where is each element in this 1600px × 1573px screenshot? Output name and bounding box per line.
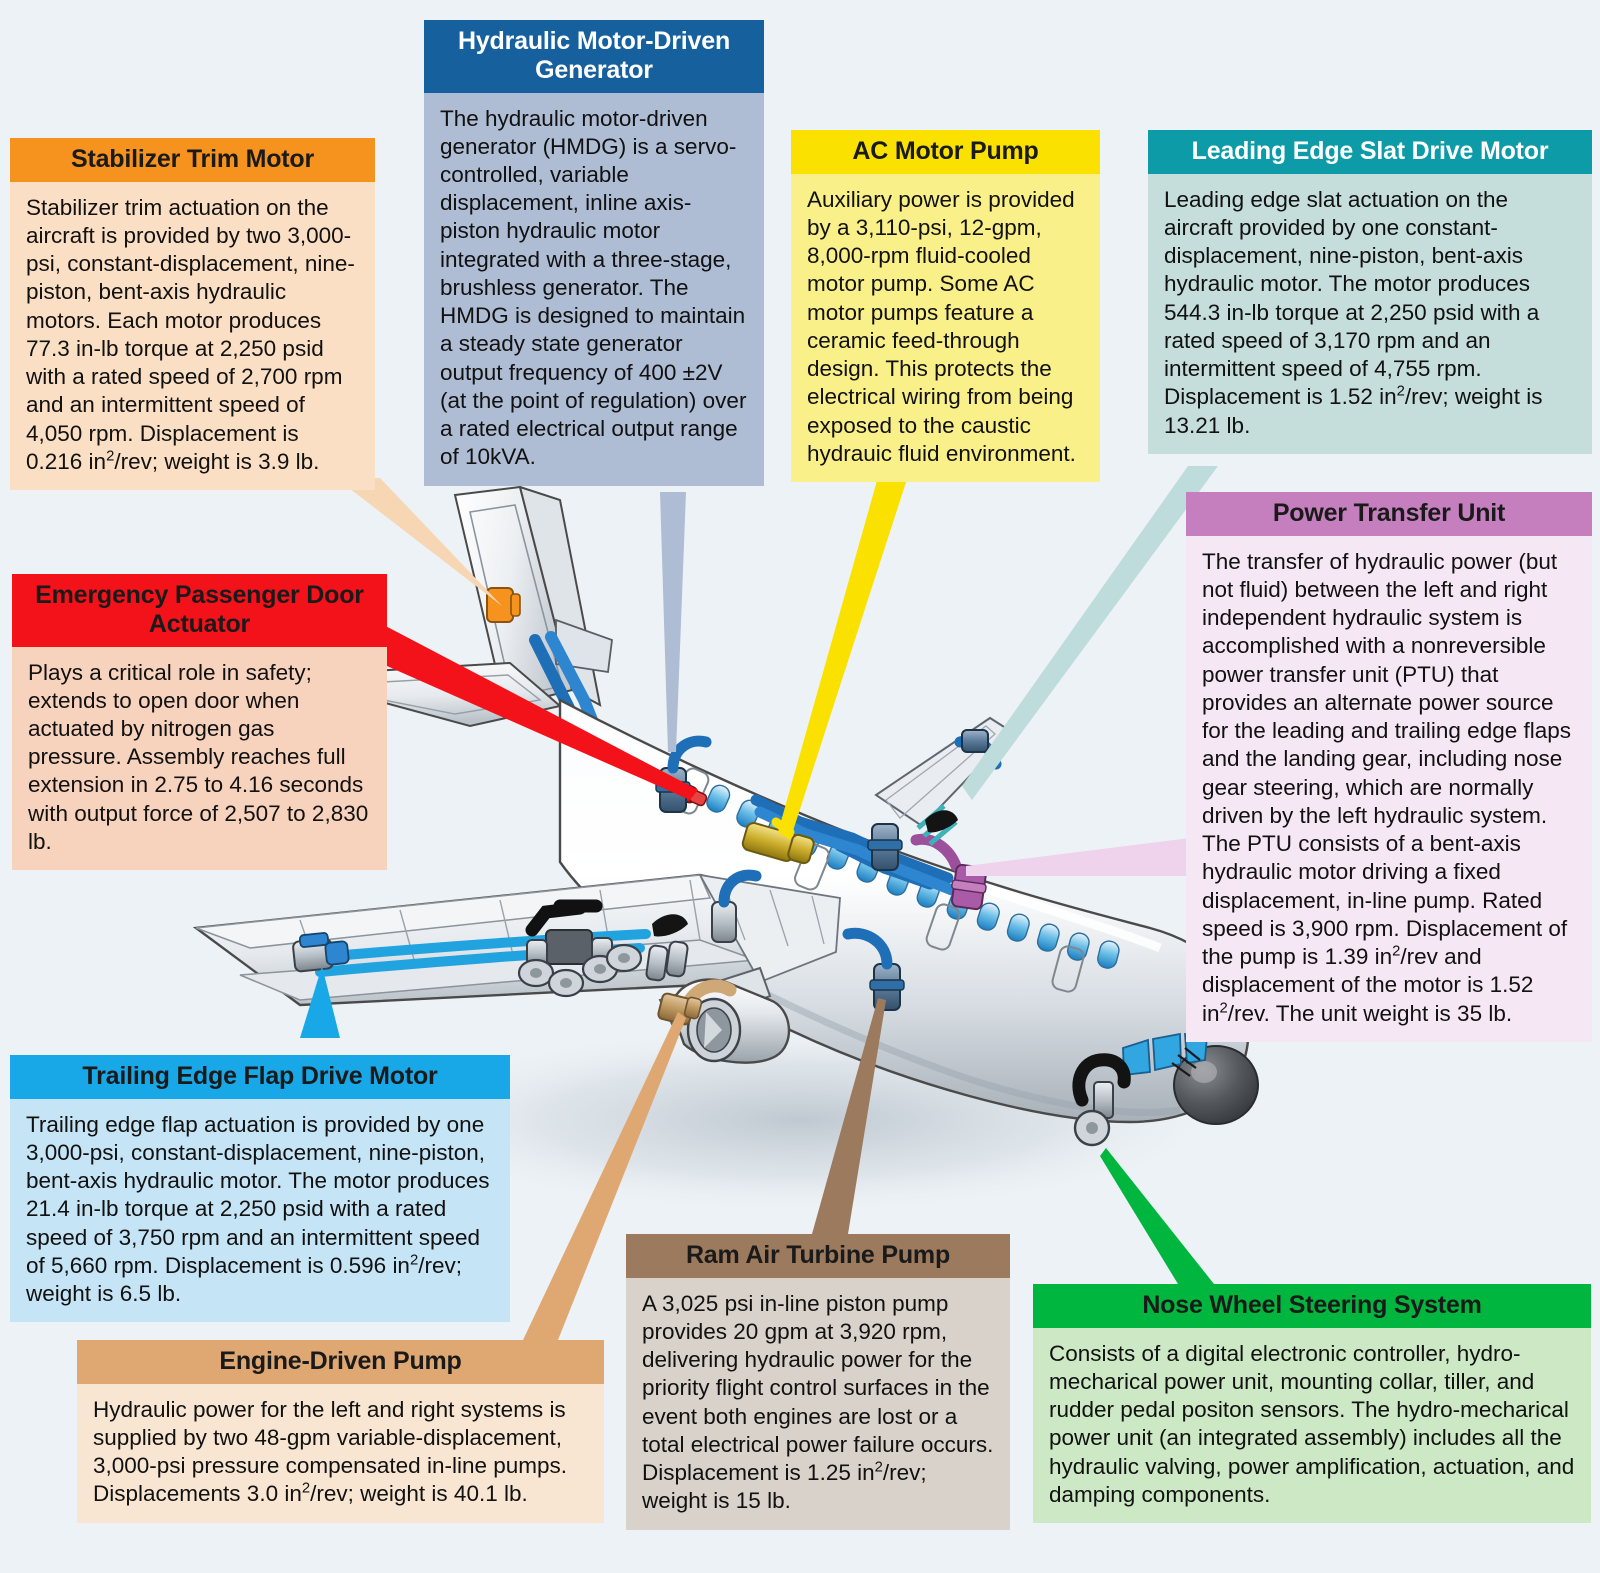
callout-title-leading-edge-slat-drive-motor: Leading Edge Slat Drive Motor [1148,130,1592,174]
leader-engine-driven-pump [523,1012,686,1340]
callout-body-nose-wheel-steering-system: Consists of a digital electronic control… [1033,1327,1591,1524]
callout-body-trailing-edge-flap-drive-motor: Trailing edge flap actuation is provided… [10,1098,510,1323]
callout-title-ram-air-turbine-pump: Ram Air Turbine Pump [626,1234,1010,1278]
leader-hydraulic-motor-driven-generator [660,492,686,752]
leader-leading-edge-slat-drive-motor [962,466,1218,800]
callout-leading-edge-slat-drive-motor[interactable]: Leading Edge Slat Drive Motor Leading ed… [1148,130,1592,454]
callout-trailing-edge-flap-drive-motor[interactable]: Trailing Edge Flap Drive Motor Trailing … [10,1055,510,1323]
callout-title-engine-driven-pump: Engine-Driven Pump [77,1340,604,1384]
callout-body-ram-air-turbine-pump: A 3,025 psi in-line piston pump provides… [626,1277,1010,1530]
nose-landing-gear [1072,1053,1131,1147]
callout-title-ac-motor-pump: AC Motor Pump [791,130,1100,174]
callout-title-trailing-edge-flap-drive-motor: Trailing Edge Flap Drive Motor [10,1055,510,1099]
leader-emergency-passenger-door-actuator [378,622,698,800]
trailing-edge-flap-drive-motor-component [292,932,350,973]
leader-ram-air-turbine-pump [812,998,886,1234]
callout-body-emergency-passenger-door-actuator: Plays a critical role in safety; extends… [12,646,387,871]
leader-ac-motor-pump [778,470,910,840]
callout-body-engine-driven-pump: Hydraulic power for the left and right s… [77,1383,604,1523]
leader-nose-wheel-steering-system [1100,1148,1214,1284]
callout-title-hydraulic-motor-driven-generator: Hydraulic Motor-Driven Generator [424,20,764,93]
leader-power-transfer-unit [966,838,1190,876]
leader-stabilizer-trim-motor [336,478,502,606]
callout-power-transfer-unit[interactable]: Power Transfer Unit The transfer of hydr… [1186,492,1592,1042]
callout-stabilizer-trim-motor[interactable]: Stabilizer Trim Motor Stabilizer trim ac… [10,138,375,491]
callout-emergency-passenger-door-actuator[interactable]: Emergency Passenger Door Actuator Plays … [12,574,387,871]
ram-air-turbine-pump-component [645,940,689,982]
main-landing-gear [517,899,643,998]
hydraulic-brackets [652,810,958,937]
callout-ram-air-turbine-pump[interactable]: Ram Air Turbine Pump A 3,025 psi in-line… [626,1234,1010,1530]
callout-title-emergency-passenger-door-actuator: Emergency Passenger Door Actuator [12,574,387,647]
callout-ac-motor-pump[interactable]: AC Motor Pump Auxiliary power is provide… [791,130,1100,483]
engine-driven-pump-component [657,979,737,1026]
callout-body-power-transfer-unit: The transfer of hydraulic power (but not… [1186,535,1592,1042]
hydraulic-fitting-wingroot [711,869,762,943]
cockpit-frame-detail [1171,1047,1201,1077]
hydraulic-fitting-forward [842,927,905,1011]
callout-nose-wheel-steering-system[interactable]: Nose Wheel Steering System Consists of a… [1033,1284,1591,1524]
callout-title-power-transfer-unit: Power Transfer Unit [1186,492,1592,536]
callout-title-stabilizer-trim-motor: Stabilizer Trim Motor [10,138,375,182]
callout-body-hydraulic-motor-driven-generator: The hydraulic motor-driven generator (HM… [424,92,764,486]
callout-hydraulic-motor-driven-generator[interactable]: Hydraulic Motor-Driven Generator The hyd… [424,20,764,486]
leader-trailing-edge-flap-drive-motor [300,966,340,1038]
hydraulic-fitting-mid [867,823,903,871]
callout-body-ac-motor-pump: Auxiliary power is provided by a 3,110-p… [791,173,1100,483]
callout-title-nose-wheel-steering-system: Nose Wheel Steering System [1033,1284,1591,1328]
callout-body-stabilizer-trim-motor: Stabilizer trim actuation on the aircraf… [10,181,375,491]
callout-engine-driven-pump[interactable]: Engine-Driven Pump Hydraulic power for t… [77,1340,604,1523]
callout-body-leading-edge-slat-drive-motor: Leading edge slat actuation on the aircr… [1148,173,1592,454]
